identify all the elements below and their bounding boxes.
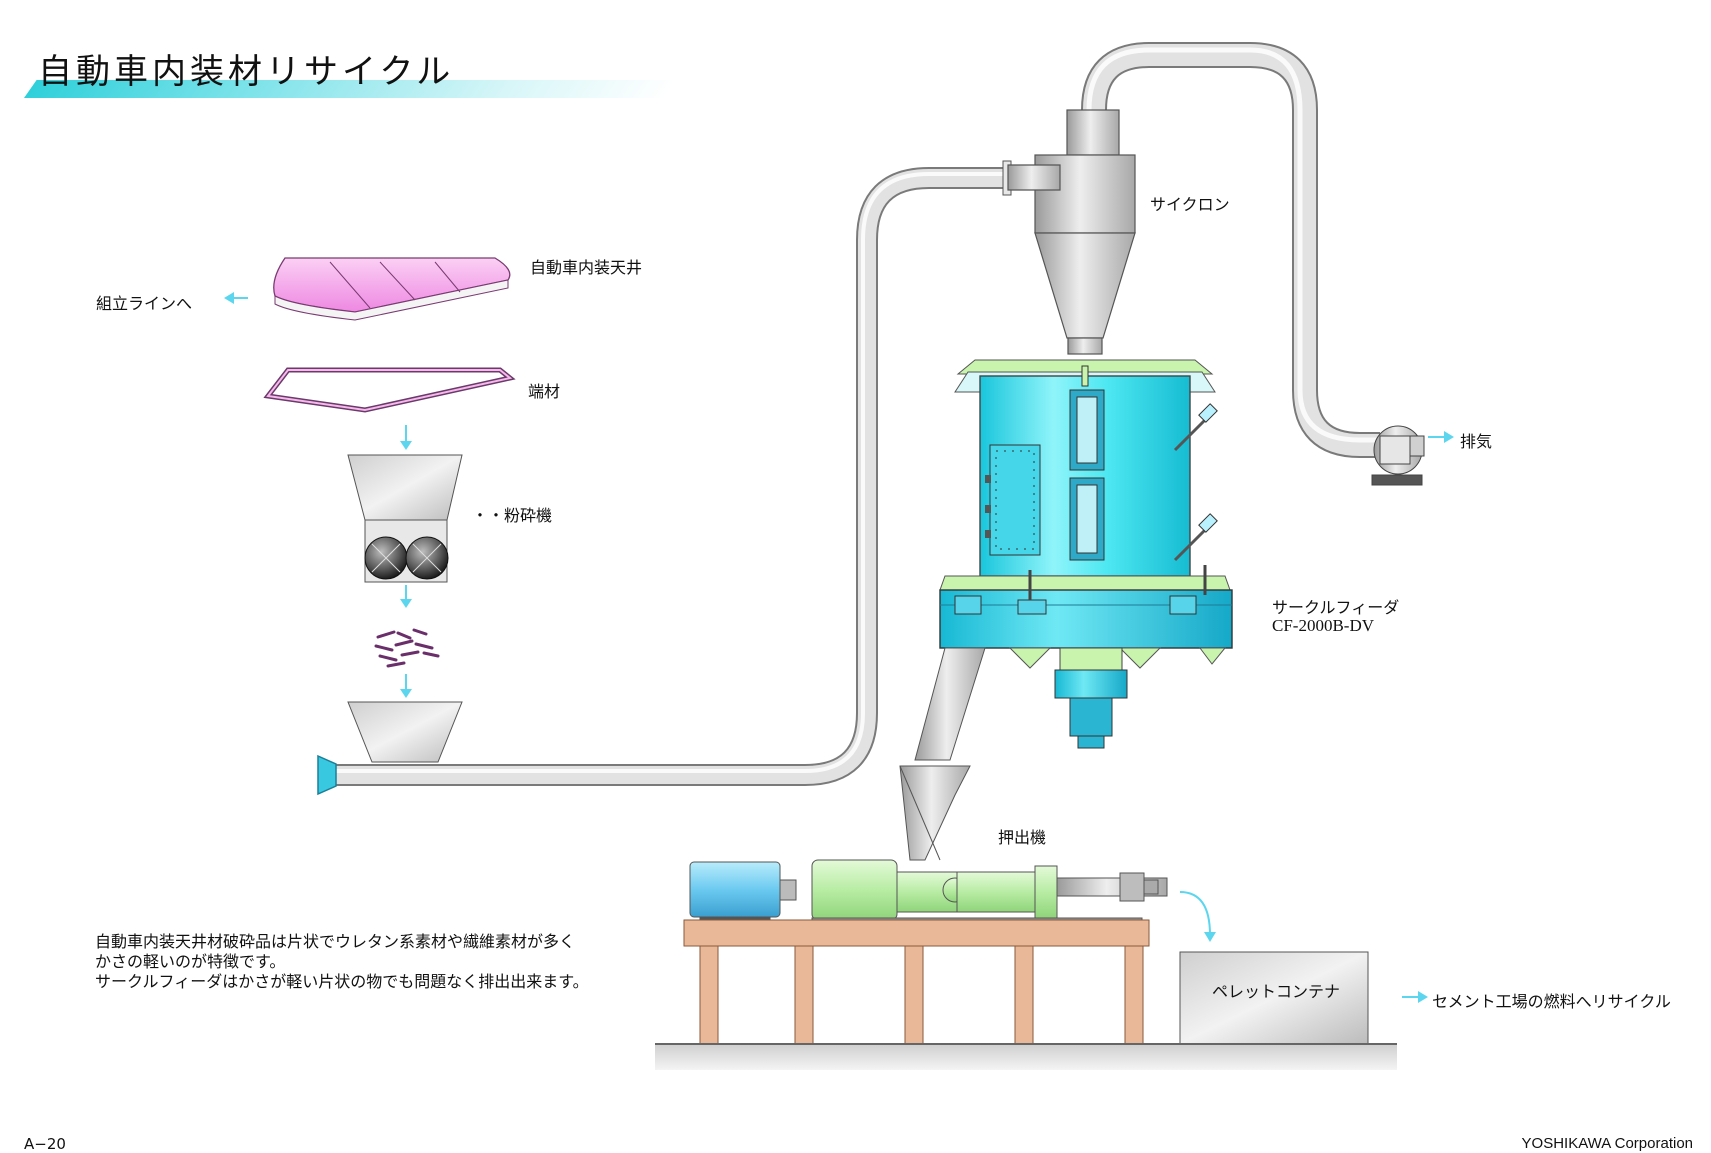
label-recycle: セメント工場の燃料へリサイクル (1432, 992, 1671, 1011)
label-feeder-name: サークルフィーダ (1272, 598, 1400, 617)
ceiling-panel (273, 257, 511, 321)
label-container: ペレットコンテナ (1212, 982, 1341, 1001)
pipe-inlet (317, 754, 337, 796)
label-feeder-model: CF-2000B-DV (1272, 616, 1375, 635)
cyclone (1007, 109, 1136, 355)
label-crusher: ・・粉砕機 (472, 506, 553, 525)
label-extruder: 押出機 (998, 828, 1047, 847)
page-title: 自動車内装材リサイクル (38, 52, 455, 92)
floor (655, 1044, 1397, 1070)
circle-feeder (914, 359, 1233, 761)
hopper (347, 701, 463, 763)
description-line: かさの軽いのが特徴です。 (95, 952, 286, 971)
scrap-frame (263, 367, 516, 413)
label-assembly: 組立ラインへ (96, 294, 193, 313)
page-number: A−20 (24, 1135, 66, 1153)
duct-pipes (330, 42, 1380, 786)
label-cyclone: サイクロン (1150, 195, 1230, 214)
company-name: YOSHIKAWA Corporation (1521, 1135, 1693, 1152)
description-line: サークルフィーダはかさが軽い片状の物でも問題なく排出出来ます。 (95, 972, 589, 991)
exhaust-fan (1371, 425, 1425, 486)
label-ceiling: 自動車内装天井 (530, 258, 643, 277)
label-scrap: 端材 (528, 382, 561, 401)
extruder-table (683, 919, 1150, 1047)
extruder (689, 765, 1168, 926)
description-line: 自動車内装天井材破砕品は片状でウレタン系素材や繊維素材が多く (95, 932, 576, 951)
crusher (347, 454, 463, 583)
label-exhaust: 排気 (1460, 432, 1493, 451)
crushed-pieces (374, 628, 440, 668)
flow-arrows (224, 292, 1454, 1003)
description: 自動車内装天井材破砕品は片状でウレタン系素材や繊維素材が多く かさの軽いのが特徴… (95, 932, 589, 992)
pellet-container-box (1179, 951, 1369, 1045)
